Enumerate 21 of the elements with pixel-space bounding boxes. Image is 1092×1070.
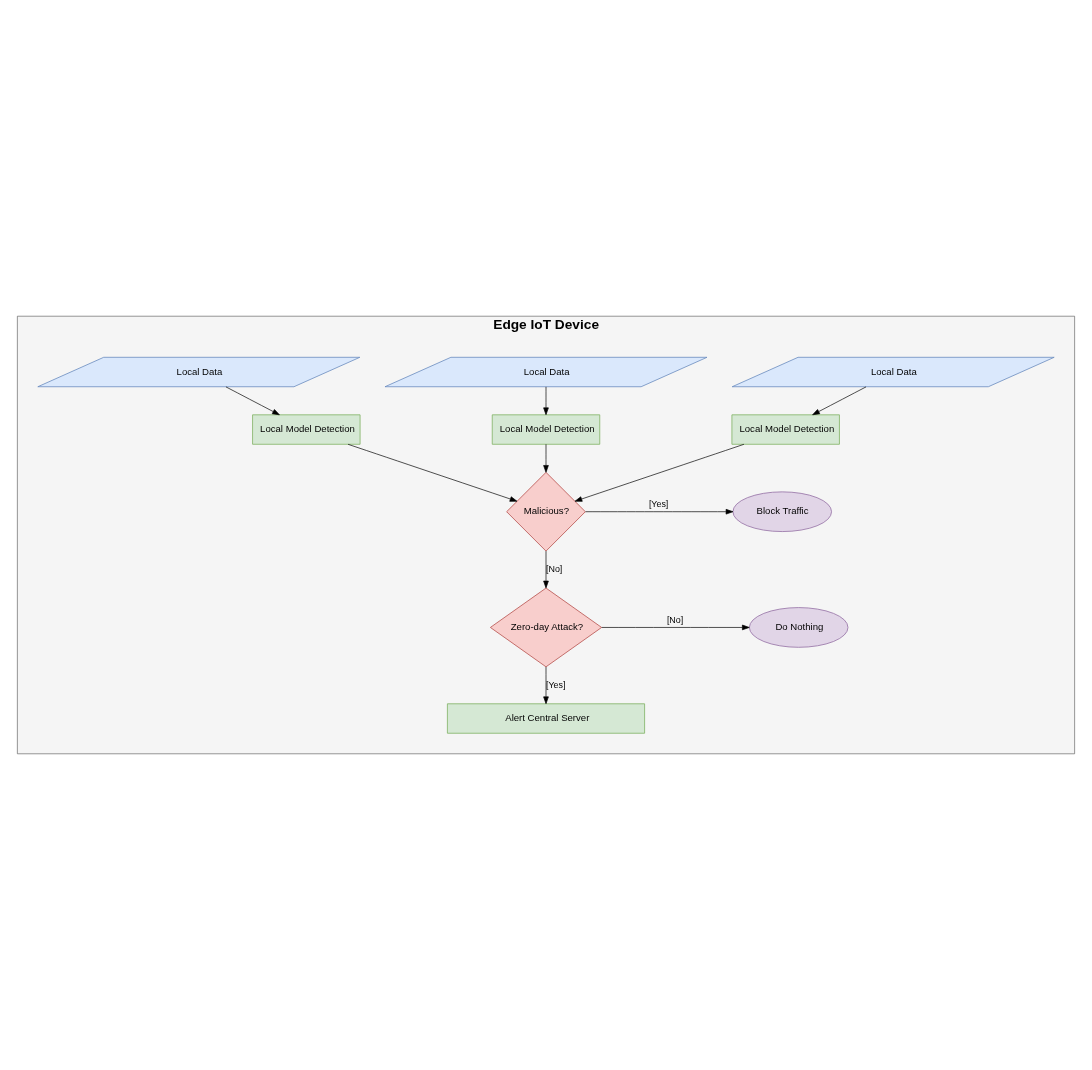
arrow — [543, 443, 549, 473]
node-box: Local Model Detection — [252, 414, 361, 445]
node-box: Local Model Detection — [491, 414, 601, 445]
arrow — [585, 509, 734, 515]
arrow — [601, 624, 750, 631]
node-box: Alert Central Server — [446, 703, 645, 734]
arrow — [574, 443, 745, 502]
arrow — [543, 550, 549, 589]
edge-label: [Yes] — [648, 499, 669, 510]
arrow — [543, 386, 549, 416]
node-ellipse: Do Nothing — [748, 607, 849, 648]
edge-label: [No] — [666, 614, 684, 625]
edge-label: [No] — [546, 563, 563, 574]
arrow — [347, 443, 518, 502]
node-diamond: Zero-day Attack? — [489, 587, 603, 668]
node-box: Local Model Detection — [731, 414, 840, 445]
arrow — [543, 666, 549, 705]
node-ellipse: Block Traffic — [732, 491, 832, 532]
arrow — [225, 386, 280, 416]
edge-label: [Yes] — [546, 679, 566, 690]
arrow — [812, 386, 867, 416]
